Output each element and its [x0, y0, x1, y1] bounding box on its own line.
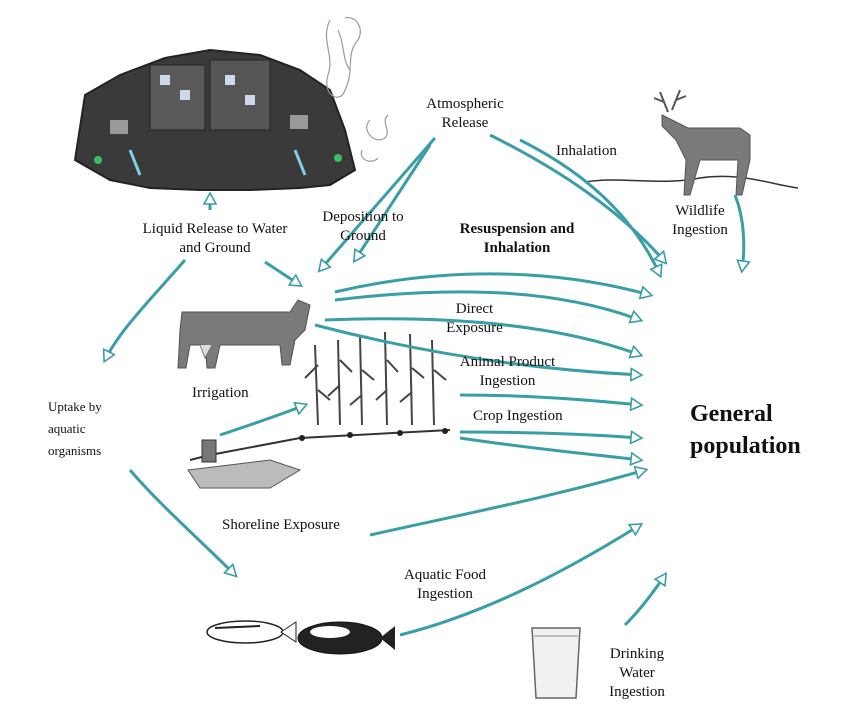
label-liquid-release: Liquid Release to Water and Ground [142, 221, 288, 256]
label-general-population: General population [690, 401, 801, 459]
irrigation-system-illustration [187, 428, 451, 489]
label-crop-ingestion: Crop Ingestion [473, 408, 563, 424]
cow-illustration [177, 299, 311, 369]
drinking-glass-illustration [531, 627, 581, 699]
label-inhalation: Inhalation [556, 143, 617, 159]
label-aquatic-food: Aquatic Food Ingestion [403, 567, 487, 602]
label-resuspension: Resuspension and Inhalation [459, 221, 575, 256]
label-irrigation: Irrigation [192, 385, 249, 401]
pathway-arrows [105, 133, 744, 637]
label-wildlife-ingestion: Wildlife Ingestion [672, 203, 728, 238]
label-direct-exposure: Direct Exposure [446, 301, 503, 336]
label-drinking-water: Drinking Water Ingestion [609, 646, 665, 700]
label-shoreline: Shoreline Exposure [222, 517, 340, 533]
fish-illustration [206, 620, 395, 655]
smoke-plume-illustration [325, 16, 389, 162]
deer-illustration [584, 89, 799, 196]
nuclear-facility-illustration [73, 48, 357, 191]
label-uptake: Uptake by aquatic organisms [48, 399, 102, 458]
label-deposition: Deposition to Ground [322, 209, 404, 244]
crop-field-illustration [304, 331, 447, 426]
label-animal-product: Animal Product Ingestion [459, 354, 556, 389]
label-atmospheric-release: Atmospheric Release [426, 96, 504, 131]
